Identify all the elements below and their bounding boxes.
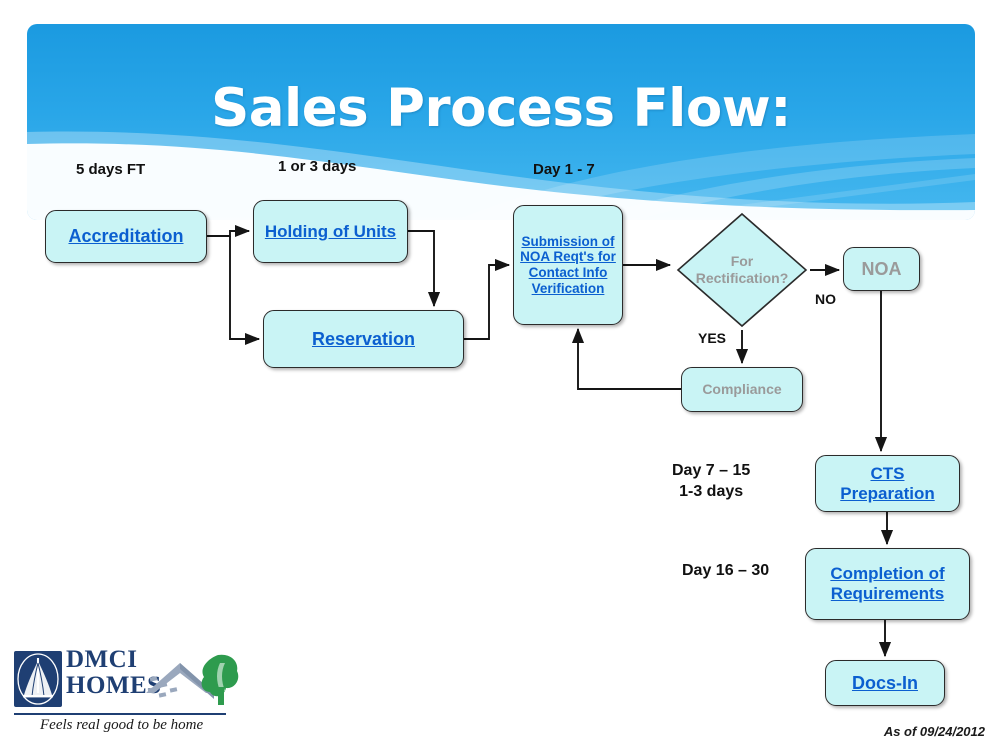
submission-line-3: Contact Info [528, 265, 608, 280]
node-cts-preparation-label: CTS Preparation [840, 464, 934, 503]
dmci-tower-badge-icon [14, 651, 62, 707]
decision-line-2: Rectification? [695, 270, 789, 286]
label-holding-duration: 1 or 3 days [278, 158, 357, 175]
as-of-date: As of 09/24/2012 [883, 724, 985, 739]
dmci-homes-logo: DMCI HOMES [12, 645, 242, 740]
node-cts-preparation[interactable]: CTS Preparation [815, 455, 960, 512]
decision-line-1: For [730, 252, 754, 269]
label-edge-yes: YES [698, 330, 727, 346]
cts-line-1: CTS [870, 463, 905, 483]
label-completion-duration: Day 16 – 30 [682, 562, 770, 579]
node-noa[interactable]: NOA [843, 247, 920, 291]
node-accreditation-label: Accreditation [68, 226, 184, 247]
node-accreditation[interactable]: Accreditation [45, 210, 207, 263]
node-completion-of-requirements-label: Completion of Requirements [830, 564, 944, 603]
logo-wordmark-line1: DMCI [66, 646, 138, 673]
completion-line-1: Completion of [830, 564, 945, 584]
node-reservation-label: Reservation [311, 328, 416, 349]
node-holding-of-units-label: Holding of Units [264, 221, 397, 241]
label-edge-no: NO [815, 291, 836, 307]
node-decision-label: For Rectification? [674, 210, 810, 330]
title-banner: Sales Process Flow: [27, 24, 975, 220]
logo-house-and-tree-icon [140, 647, 240, 709]
node-completion-of-requirements[interactable]: Completion of Requirements [805, 548, 970, 620]
submission-line-1: Submission of [521, 233, 615, 249]
diamond-shape [676, 212, 808, 328]
node-docs-in[interactable]: Docs-In [825, 660, 945, 706]
node-submission-noa-label: Submission of NOA Reqt's for Contact Inf… [520, 234, 616, 297]
logo-tagline: Feels real good to be home [40, 717, 204, 733]
label-accreditation-duration: 5 days FT [76, 161, 146, 178]
node-reservation[interactable]: Reservation [263, 310, 464, 368]
submission-line-2: NOA Reqt's for [520, 249, 616, 265]
logo-row: DMCI HOMES [12, 645, 242, 717]
page-title: Sales Process Flow: [211, 78, 791, 139]
node-compliance-label: Compliance [702, 381, 782, 398]
node-docs-in-label: Docs-In [851, 672, 918, 693]
node-holding-of-units[interactable]: Holding of Units [253, 200, 408, 263]
label-submission-duration: Day 1 - 7 [533, 161, 595, 178]
completion-line-2: Requirements [830, 584, 945, 603]
logo-wordmark-line2: HOMES [66, 671, 162, 699]
label-cts-duration: Day 7 – 15 1-3 days [672, 462, 751, 500]
node-submission-noa[interactable]: Submission of NOA Reqt's for Contact Inf… [513, 205, 623, 325]
node-noa-label: NOA [861, 258, 902, 279]
node-decision-for-rectification[interactable]: For Rectification? [674, 210, 810, 330]
logo-wordmark: DMCI HOMES [66, 647, 162, 698]
node-compliance[interactable]: Compliance [681, 367, 803, 412]
logo-divider [14, 713, 226, 715]
cts-line-2: Preparation [840, 483, 935, 503]
submission-line-4: Verification [531, 280, 605, 296]
